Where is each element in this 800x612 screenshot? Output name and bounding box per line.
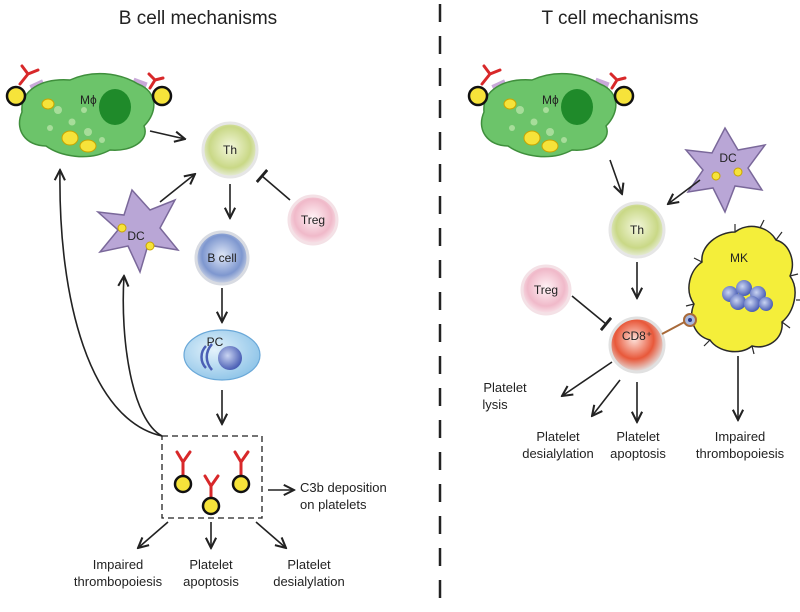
right-title: T cell mechanisms xyxy=(542,8,699,29)
right-thrombo-line1: Impaired xyxy=(715,429,766,444)
dc-left-label: DC xyxy=(127,229,145,243)
th-right-label: Th xyxy=(630,223,644,237)
opsonized-platelet-3 xyxy=(231,450,251,494)
platelet-antibody-left-b xyxy=(147,72,173,107)
mk-label: MK xyxy=(730,251,748,265)
th-cell-left: Th xyxy=(201,121,259,179)
right-apoptosis-line1: Platelet xyxy=(616,429,660,444)
right-apoptosis-line2: apoptosis xyxy=(610,446,666,461)
arrow-to-right-lysis xyxy=(562,361,613,396)
left-apoptosis-line2: apoptosis xyxy=(183,574,239,589)
arrow-dc-to-th-right xyxy=(668,179,701,204)
dc-right-label: DC xyxy=(719,151,737,165)
left-title: B cell mechanisms xyxy=(119,8,277,29)
arrow-to-right-desial xyxy=(592,379,621,416)
plasma-cell: PC xyxy=(183,329,261,381)
cd8-label: CD8⁺ xyxy=(622,329,652,343)
right-lysis-line1: Platelet xyxy=(483,380,527,395)
right-lysis-line2: lysis xyxy=(482,397,508,412)
right-desial-line1: Platelet xyxy=(536,429,580,444)
macrophage-right-label: Mϕ xyxy=(542,93,559,107)
arrow-dc-to-th xyxy=(159,174,195,203)
pc-label: PC xyxy=(207,335,224,349)
opsonized-platelets-box xyxy=(161,435,263,519)
cd8-cell: CD8⁺ xyxy=(608,316,666,374)
opsonized-platelet-1 xyxy=(173,450,193,494)
treg-right-label: Treg xyxy=(534,283,558,297)
macrophage-left-label: Mϕ xyxy=(80,93,97,107)
left-thrombo-line2: thrombopoiesis xyxy=(74,574,163,589)
left-thrombo-line1: Impaired xyxy=(93,557,144,572)
arrow-mphi-to-th xyxy=(149,130,185,139)
th-left-label: Th xyxy=(223,143,237,157)
dc-left: DC xyxy=(95,188,180,275)
megakaryocyte: MK xyxy=(685,219,800,355)
b-cell-label: B cell xyxy=(207,251,236,265)
arrow-platelets-to-mphi xyxy=(60,170,163,437)
th-cell-right: Th xyxy=(608,201,666,259)
macrophage-right: Mϕ xyxy=(467,64,635,158)
inhibit-treg-to-th xyxy=(255,168,291,201)
right-desial-line2: desialylation xyxy=(522,446,594,461)
c3b-line2: on platelets xyxy=(300,497,367,512)
left-desial-line1: Platelet xyxy=(287,557,331,572)
b-cell: B cell xyxy=(194,230,250,286)
cd8-mk-synapse xyxy=(661,313,697,335)
left-apoptosis-line1: Platelet xyxy=(189,557,233,572)
left-desial-line2: desialylation xyxy=(273,574,345,589)
treg-cell-right: Treg xyxy=(520,264,572,316)
inhibit-treg-to-cd8 xyxy=(571,295,613,332)
macrophage-left: Mϕ xyxy=(5,64,173,158)
platelet-antibody-right-a xyxy=(467,64,502,107)
arrow-platelets-to-dc xyxy=(123,276,163,437)
arrow-to-left-desial xyxy=(255,521,286,548)
treg-cell-left: Treg xyxy=(287,194,339,246)
arrow-to-left-thrombo xyxy=(138,521,169,548)
platelet-antibody-right-b xyxy=(609,72,635,107)
c3b-line1: C3b deposition xyxy=(300,480,387,495)
right-thrombo-line2: thrombopoiesis xyxy=(696,446,785,461)
arrow-mphi-to-th-right xyxy=(609,159,622,194)
treg-left-label: Treg xyxy=(301,213,325,227)
opsonized-platelet-2 xyxy=(201,474,221,516)
dc-right: DC xyxy=(684,126,767,214)
platelet-antibody-left-a xyxy=(5,64,40,107)
